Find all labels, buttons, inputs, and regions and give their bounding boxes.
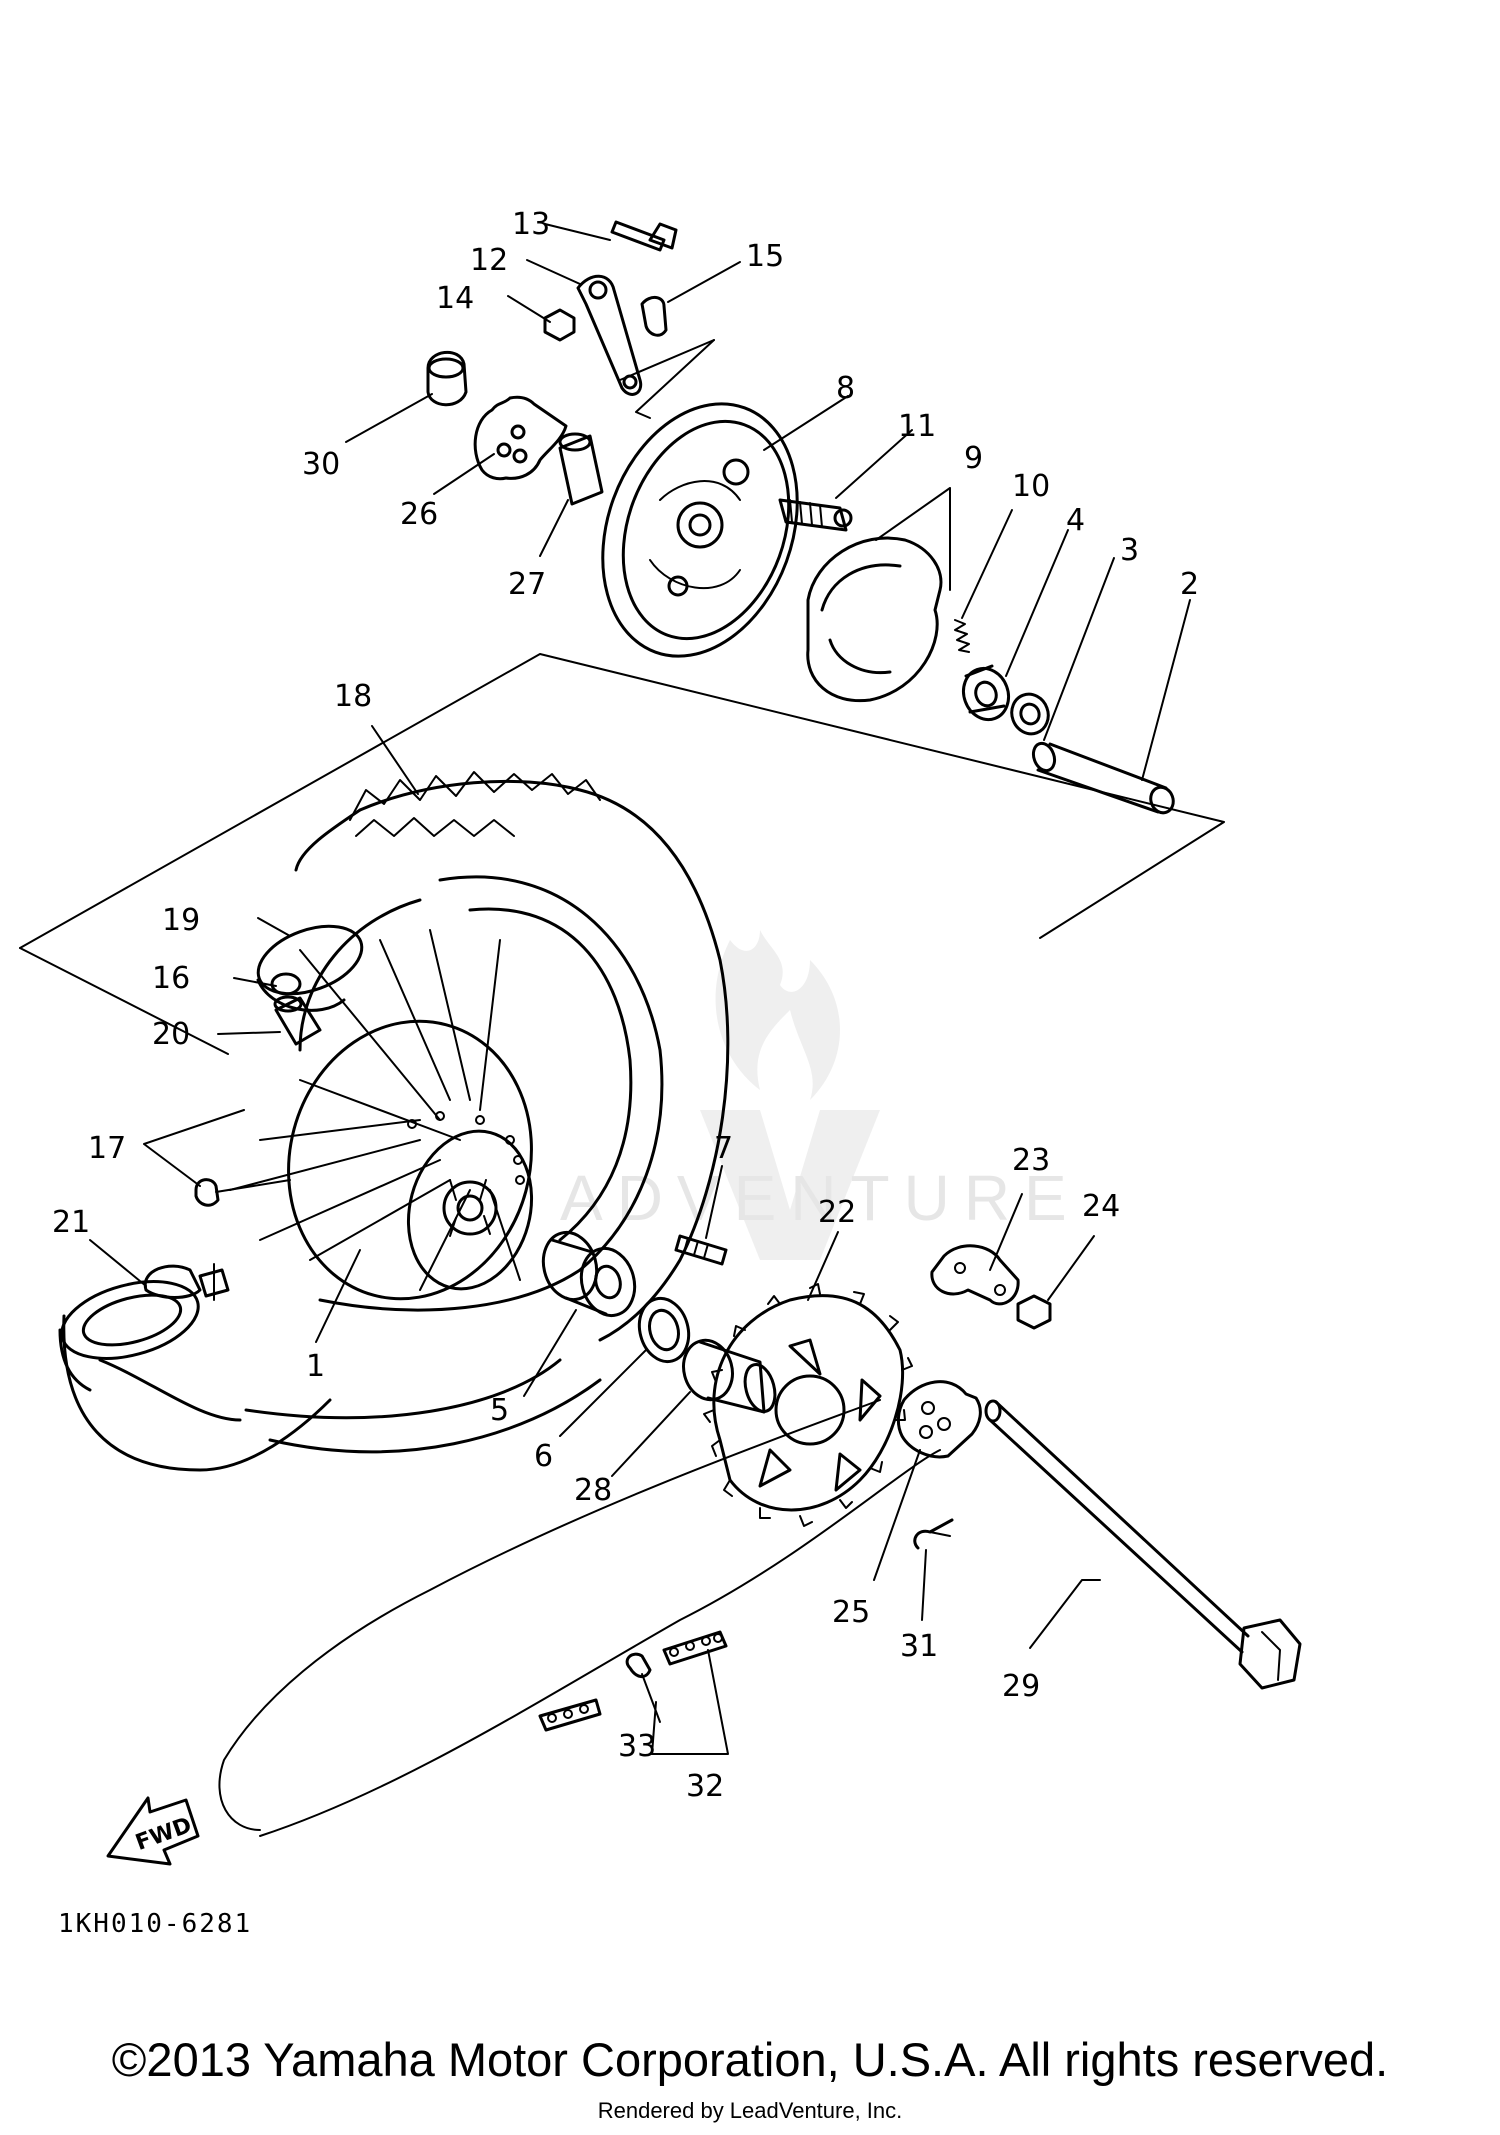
bearing-part-4 (961, 664, 1011, 722)
callout-20: 20 (152, 1017, 190, 1052)
rear-sprocket-part-22 (703, 1283, 913, 1527)
spoke-set-part-17 (194, 1178, 291, 1207)
callout-12: 12 (470, 243, 508, 278)
chain-joint-part-32 (538, 1630, 728, 1732)
bracket-line (635, 339, 715, 419)
callout-13: 13 (512, 207, 550, 242)
bearing-part-5 (541, 1230, 637, 1318)
callout-1: 1 (306, 1349, 325, 1384)
oil-seal-part-6 (637, 1296, 691, 1364)
callout-labels: 13 12 14 15 8 11 9 10 4 3 2 30 26 27 18 … (52, 207, 1199, 1804)
callout-10: 10 (1012, 469, 1050, 504)
callout-9: 9 (964, 441, 983, 476)
bolt-part-13 (610, 220, 678, 252)
sprocket-hub-part-28 (682, 1338, 777, 1414)
callout-32: 32 (686, 1769, 724, 1804)
bracket-line (619, 339, 715, 381)
callout-18: 18 (334, 679, 372, 714)
callout-21: 21 (52, 1205, 90, 1240)
drive-chain (218, 1399, 941, 1837)
callout-29: 29 (1002, 1669, 1040, 1704)
valve-part-20 (273, 995, 322, 1046)
drawing-code: 1KH010-6281 (58, 1909, 252, 1939)
callout-14: 14 (436, 281, 474, 316)
watermark: ADVENTURE (560, 930, 1081, 1260)
nut-part-24 (1016, 1294, 1052, 1330)
callout-30: 30 (302, 447, 340, 482)
brake-arm-part-12 (576, 274, 643, 396)
callout-28: 28 (574, 1473, 612, 1508)
callout-3: 3 (1120, 533, 1139, 568)
cotter-pin-part-31 (913, 1518, 954, 1550)
valve-cap-part-16 (270, 972, 302, 996)
brake-shoe-plate-part-8 (601, 402, 799, 658)
rendered-by-credit: Rendered by LeadVenture, Inc. (597, 2098, 903, 2123)
callout-22: 22 (818, 1195, 856, 1230)
callout-33: 33 (618, 1729, 656, 1764)
callout-16: 16 (152, 961, 190, 996)
spring-part-10 (954, 619, 970, 653)
fwd-arrow-icon: FWD (106, 1796, 200, 1866)
callout-5: 5 (490, 1393, 509, 1428)
leader-lines (89, 223, 1191, 1755)
callout-17: 17 (88, 1131, 126, 1166)
callout-15: 15 (746, 239, 784, 274)
callout-8: 8 (836, 371, 855, 406)
drive-sprocket-part-25 (896, 1380, 982, 1459)
tube-part-19-lower (58, 1280, 200, 1392)
wheel-assembly (62, 771, 730, 1472)
callout-24: 24 (1082, 1189, 1120, 1224)
callout-6: 6 (534, 1439, 553, 1474)
nut-part-30 (426, 350, 468, 407)
copyright-notice: ©2013 Yamaha Motor Corporation, U.S.A. A… (111, 2033, 1389, 2086)
nut-part-14 (543, 308, 576, 342)
clip-part-15 (640, 296, 668, 337)
oil-seal-part-3 (1010, 692, 1050, 736)
callout-31: 31 (900, 1629, 938, 1664)
stud-bolt-part-7 (674, 1234, 728, 1266)
axle-part-29 (984, 1399, 1302, 1690)
callout-27: 27 (508, 567, 546, 602)
sprocket-part-26 (473, 395, 568, 481)
callout-25: 25 (832, 1595, 870, 1630)
watermark-text: ADVENTURE (560, 1162, 1081, 1234)
bracket-line (19, 653, 1225, 949)
callout-26: 26 (400, 497, 438, 532)
chain-clip-part-33 (625, 1652, 652, 1678)
cam-shaft-part-11 (778, 498, 853, 532)
callout-19: 19 (162, 903, 200, 938)
callout-11: 11 (898, 409, 936, 444)
callout-2: 2 (1180, 567, 1199, 602)
callout-23: 23 (1012, 1143, 1050, 1178)
callout-7: 7 (714, 1131, 733, 1166)
callout-4: 4 (1066, 503, 1085, 538)
bracket-line (19, 947, 229, 1055)
brake-shoe-part-9 (806, 536, 943, 703)
collar-part-27 (558, 432, 604, 506)
chain-puller-part-23 (930, 1244, 1020, 1306)
